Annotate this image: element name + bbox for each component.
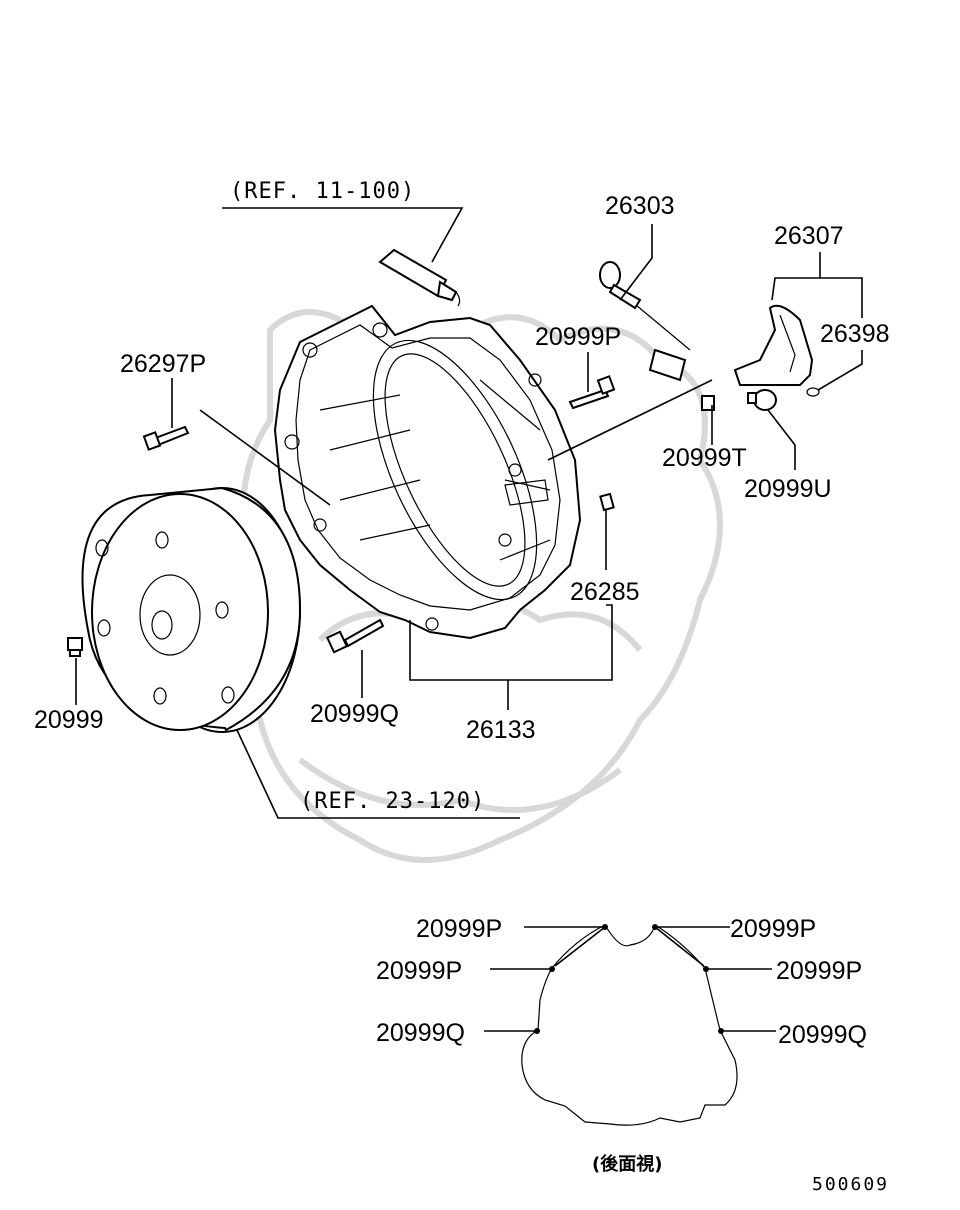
- label-26285: 26285: [570, 578, 640, 606]
- plug-20999U: [747, 389, 777, 411]
- sealant-tube: [378, 248, 461, 307]
- ref-11-100: (REF. 11-100): [230, 179, 415, 204]
- label-26133: 26133: [466, 716, 536, 744]
- dipstick-26303: [599, 261, 691, 382]
- label-26303: 26303: [605, 192, 675, 220]
- ref-23-120: (REF. 23-120): [300, 789, 485, 814]
- bolt-26297P: [142, 425, 190, 451]
- label-26398: 26398: [820, 320, 890, 348]
- rear-label-right-3: 20999Q: [778, 1021, 867, 1049]
- plug-20999: [67, 637, 83, 657]
- bolt-20999Q: [325, 618, 385, 654]
- label-20999T: 20999T: [662, 444, 747, 472]
- bolt-20999P: [568, 375, 616, 410]
- transmission-housing: [273, 304, 582, 640]
- oring-26398: [806, 387, 820, 397]
- rear-label-left-2: 20999P: [376, 957, 462, 985]
- filler-tube-26307: [733, 304, 814, 386]
- rear-label-left-1: 20999P: [416, 915, 502, 943]
- rear-label-right-1: 20999P: [730, 915, 816, 943]
- rear-label-right-2: 20999P: [776, 957, 862, 985]
- label-26297P: 26297P: [120, 350, 206, 378]
- label-20999Q: 20999Q: [310, 700, 399, 728]
- diagram-code: 500609: [812, 1174, 889, 1195]
- pin-26285: [599, 492, 615, 512]
- rear-label-left-3: 20999Q: [376, 1019, 465, 1047]
- label-26307: 26307: [774, 222, 844, 250]
- torque-converter: [81, 486, 302, 733]
- label-20999: 20999: [34, 706, 104, 734]
- rear-view-outline: [484, 924, 776, 1126]
- leader-lines: [75, 207, 863, 819]
- rear-view-caption: (後面視): [592, 1153, 662, 1175]
- label-20999U: 20999U: [744, 475, 832, 503]
- label-20999P: 20999P: [535, 323, 621, 351]
- sensor-20999T: [701, 395, 715, 411]
